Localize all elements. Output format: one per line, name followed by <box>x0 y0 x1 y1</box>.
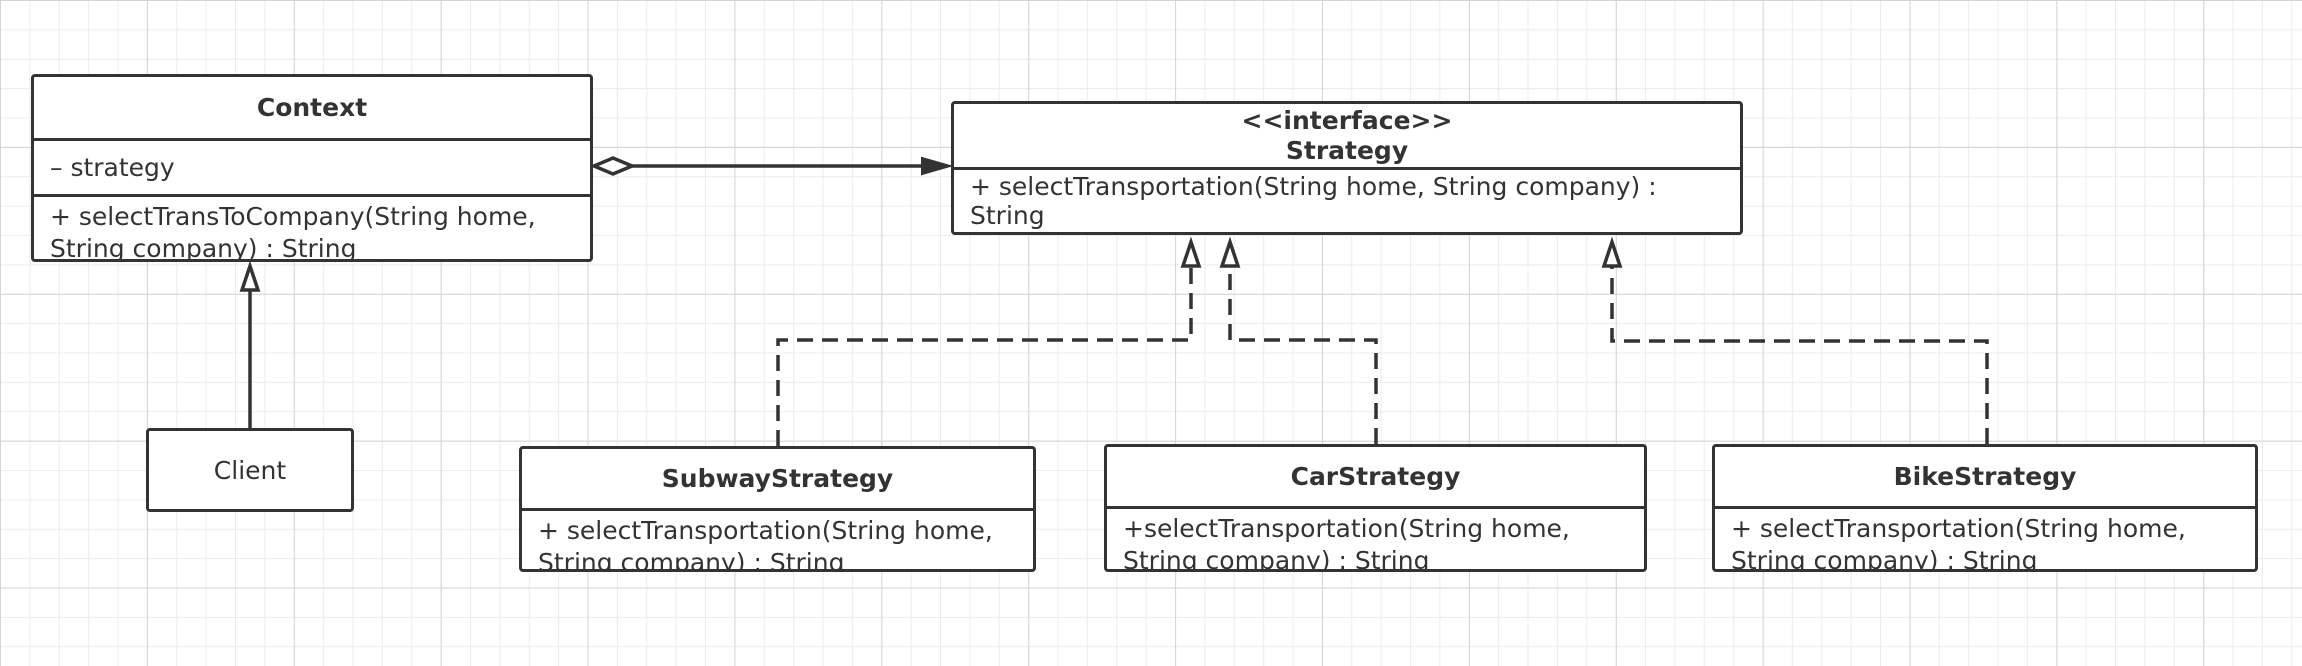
subway-method-line-1: + selectTransportation(String home, <box>538 516 993 545</box>
car-strategy-name: CarStrategy <box>1290 461 1461 491</box>
bike-strategy-header: BikeStrategy <box>1715 447 2255 509</box>
context-method-line-1: + selectTransToCompany(String home, <box>50 202 536 231</box>
strategy-interface[interactable]: <<interface>> Strategy + selectTransport… <box>951 101 1743 235</box>
car-method-line-1: +selectTransportation(String home, <box>1123 514 1570 543</box>
bike-method-line-2: String company) : String <box>1731 546 2038 572</box>
association-arrowhead-icon <box>921 156 954 176</box>
client-class[interactable]: Client <box>146 428 354 512</box>
client-class-name: Client <box>213 455 287 485</box>
bike-realization-connector[interactable] <box>1601 236 1989 444</box>
context-class-name: Context <box>256 92 368 122</box>
strategy-interface-name: Strategy <box>1285 135 1409 165</box>
context-attribute-strategy: – strategy <box>50 153 175 182</box>
bike-strategy-methods: + selectTransportation(String home, Stri… <box>1715 509 2255 572</box>
strategy-method: + selectTransportation(String home, Stri… <box>970 172 1657 230</box>
realization-line <box>1610 266 1989 444</box>
subway-strategy-name: SubwayStrategy <box>661 463 894 493</box>
car-strategy-header: CarStrategy <box>1107 447 1644 509</box>
strategy-stereotype: <<interface>> <box>1241 105 1453 135</box>
bike-strategy-name: BikeStrategy <box>1893 461 2077 491</box>
aggregation-connector[interactable] <box>589 156 954 176</box>
realization-line <box>776 266 1193 446</box>
subway-strategy-header: SubwayStrategy <box>522 449 1033 511</box>
hollow-triangle-icon <box>1601 236 1623 268</box>
subway-method-line-2: String company) : String <box>538 548 845 572</box>
hollow-triangle-icon <box>1180 236 1202 268</box>
car-strategy-class[interactable]: CarStrategy +selectTransportation(String… <box>1104 444 1647 572</box>
strategy-methods: + selectTransportation(String home, Stri… <box>954 170 1740 232</box>
subway-strategy-methods: + selectTransportation(String home, Stri… <box>522 511 1033 572</box>
subway-realization-connector[interactable] <box>776 236 1202 446</box>
context-header: Context <box>34 77 590 141</box>
bike-strategy-class[interactable]: BikeStrategy + selectTransportation(Stri… <box>1712 444 2258 572</box>
car-realization-connector[interactable] <box>1219 236 1378 444</box>
client-generalization-connector[interactable] <box>239 260 261 428</box>
car-method-line-2: String company) : String <box>1123 546 1430 572</box>
subway-strategy-class[interactable]: SubwayStrategy + selectTransportation(St… <box>519 446 1036 572</box>
aggregation-diamond-icon <box>589 156 637 176</box>
realization-line <box>1228 266 1378 444</box>
context-method-line-2: String company) : String <box>50 234 357 262</box>
hollow-triangle-icon <box>239 260 261 292</box>
context-attributes: – strategy <box>34 141 590 197</box>
hollow-triangle-icon <box>1219 236 1241 268</box>
bike-method-line-1: + selectTransportation(String home, <box>1731 514 2186 543</box>
context-class[interactable]: Context – strategy + selectTransToCompan… <box>31 74 593 262</box>
strategy-header: <<interface>> Strategy <box>954 104 1740 170</box>
context-methods: + selectTransToCompany(String home, Stri… <box>34 197 590 262</box>
car-strategy-methods: +selectTransportation(String home, Strin… <box>1107 509 1644 572</box>
